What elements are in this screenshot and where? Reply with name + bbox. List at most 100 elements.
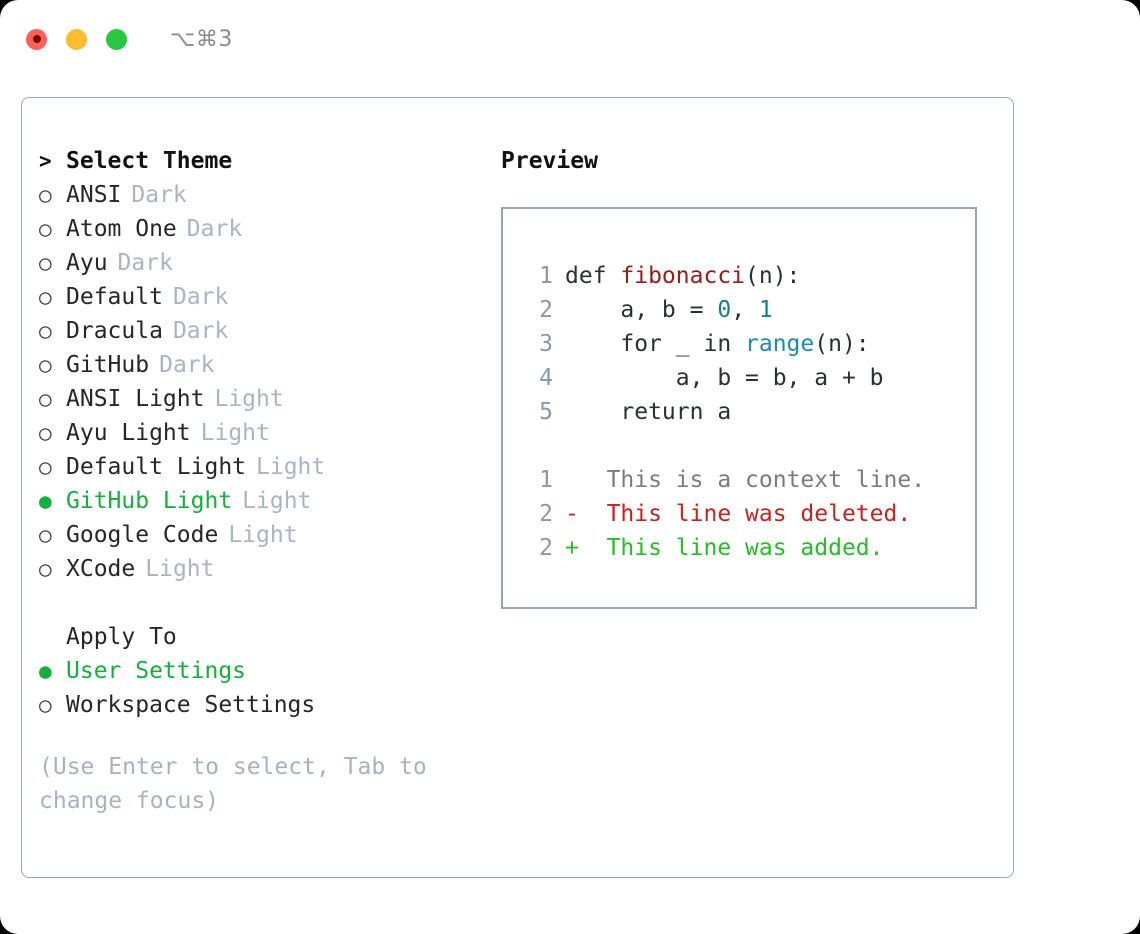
radio-unselected-icon[interactable]: ○ — [39, 693, 52, 717]
theme-option-dracula-dark[interactable]: ○ Dracula Dark — [39, 318, 489, 352]
theme-name-label: ANSI — [66, 182, 122, 208]
radio-unselected-icon[interactable]: ○ — [39, 455, 52, 479]
diff-text — [579, 535, 607, 561]
theme-category-tag: Light — [256, 454, 326, 480]
traffic-light-controls — [26, 28, 127, 50]
theme-option-github-light[interactable]: ● GitHub Light Light — [39, 488, 489, 522]
theme-option-ansi-dark[interactable]: ○ ANSI Dark — [39, 182, 489, 216]
apply-to-option-user-settings[interactable]: ● User Settings — [39, 658, 489, 692]
theme-name-label: ANSI Light — [66, 386, 205, 412]
preview-heading: Preview — [501, 148, 598, 174]
line-number: 3 — [539, 331, 553, 357]
keyboard-hint-text: (Use Enter to select, Tab to change focu… — [39, 754, 427, 814]
line-number: 1 — [539, 263, 553, 289]
code-token-plain: a, b = — [565, 297, 718, 323]
theme-category-tag: Light — [200, 420, 270, 446]
code-line: 4 a, b = b, a + b — [523, 365, 975, 399]
theme-category-tag: Dark — [186, 216, 243, 242]
code-token-function-name: fibonacci — [620, 263, 746, 289]
line-number: 2 — [539, 535, 553, 561]
theme-option-xcode[interactable]: ○ XCode Light — [39, 556, 489, 590]
theme-category-tag: Light — [242, 488, 312, 514]
theme-option-github-dark[interactable]: ○ GitHub Dark — [39, 352, 489, 386]
theme-category-tag: Light — [214, 386, 284, 412]
line-number: 2 — [539, 501, 553, 527]
theme-category-tag: Dark — [159, 352, 215, 378]
line-number: 1 — [539, 467, 553, 493]
radio-unselected-icon[interactable]: ○ — [39, 523, 52, 547]
theme-option-default-dark[interactable]: ○ Default Dark — [39, 284, 489, 318]
theme-category-tag: Dark — [172, 318, 229, 344]
theme-option-ayu-light[interactable]: ○ Ayu Light Light — [39, 420, 489, 454]
diff-text-content: This is a context line. — [606, 467, 926, 493]
theme-name-label: GitHub — [66, 352, 150, 378]
select-theme-heading: > Select Theme — [39, 148, 489, 182]
diff-sign: + — [565, 535, 579, 561]
theme-name-label: Atom One — [66, 216, 177, 242]
theme-category-tag: Dark — [172, 284, 229, 310]
maximize-window-icon[interactable] — [106, 28, 127, 50]
code-token-punctuation: (n): — [814, 331, 870, 357]
theme-category-tag: Dark — [131, 182, 187, 208]
radio-selected-icon[interactable]: ● — [39, 659, 52, 683]
preview-column: Preview 1 def fibonacci (n): 2 a, b = 0 … — [501, 148, 1001, 609]
code-line: 5 return a — [523, 399, 975, 433]
code-token-plain: a, b = b, a + b — [565, 365, 884, 391]
title-bar: ⌥⌘3 — [0, 0, 1140, 78]
theme-option-ayu-dark[interactable]: ○ Ayu Dark — [39, 250, 489, 284]
code-line: 1 def fibonacci (n): — [523, 263, 975, 297]
code-token-punctuation: , — [731, 297, 759, 323]
line-number: 4 — [539, 365, 553, 391]
theme-selection-column: > Select Theme ○ ANSI Dark ○ Atom One Da… — [39, 148, 489, 818]
apply-to-option-label: Workspace Settings — [66, 692, 316, 718]
radio-unselected-icon[interactable]: ○ — [39, 183, 52, 207]
apply-to-label: Apply To — [66, 624, 177, 650]
radio-unselected-icon[interactable]: ○ — [39, 217, 52, 241]
theme-category-tag: Light — [145, 556, 215, 582]
code-token-number: 1 — [758, 297, 773, 323]
list-spacer — [39, 590, 489, 624]
code-line: 3 for _ in range (n): — [523, 331, 975, 365]
theme-option-google-code[interactable]: ○ Google Code Light — [39, 522, 489, 556]
main-panel: > Select Theme ○ ANSI Dark ○ Atom One Da… — [21, 97, 1014, 878]
select-theme-heading-label: Select Theme — [66, 148, 233, 174]
apply-to-heading: Apply To — [39, 624, 489, 658]
theme-option-ansi-light[interactable]: ○ ANSI Light Light — [39, 386, 489, 420]
diff-text-content: This line was deleted. — [606, 501, 912, 527]
code-diff-separator — [523, 433, 975, 467]
line-number: 2 — [539, 297, 553, 323]
theme-option-atom-one-dark[interactable]: ○ Atom One Dark — [39, 216, 489, 250]
keyboard-shortcut-label: ⌥⌘3 — [170, 26, 233, 52]
minimize-window-icon[interactable] — [66, 28, 87, 50]
apply-to-option-label: User Settings — [66, 658, 247, 684]
diff-line-deletion: 2 - This line was deleted. — [523, 501, 975, 535]
radio-unselected-icon[interactable]: ○ — [39, 387, 52, 411]
theme-name-label: Default Light — [66, 454, 247, 480]
diff-text — [579, 467, 607, 493]
theme-category-tag: Light — [228, 522, 298, 548]
code-preview-box: 1 def fibonacci (n): 2 a, b = 0 , 1 3 — [501, 207, 977, 609]
diff-text-content: This line was added. — [606, 535, 884, 561]
radio-unselected-icon[interactable]: ○ — [39, 421, 52, 445]
theme-name-label: Dracula — [66, 318, 163, 344]
theme-option-default-light[interactable]: ○ Default Light Light — [39, 454, 489, 488]
prompt-caret-icon: > — [39, 149, 52, 173]
theme-name-label: Ayu Light — [66, 420, 191, 446]
diff-line-context: 1 This is a context line. — [523, 467, 975, 501]
radio-selected-icon[interactable]: ● — [39, 489, 52, 513]
theme-name-label: Default — [66, 284, 163, 310]
radio-unselected-icon[interactable]: ○ — [39, 353, 52, 377]
apply-to-option-workspace-settings[interactable]: ○ Workspace Settings — [39, 692, 489, 726]
radio-unselected-icon[interactable]: ○ — [39, 285, 52, 309]
code-token-number: 0 — [717, 297, 732, 323]
radio-unselected-icon[interactable]: ○ — [39, 319, 52, 343]
close-window-icon[interactable] — [26, 28, 47, 50]
theme-name-label: Google Code — [66, 522, 219, 548]
code-line: 2 a, b = 0 , 1 — [523, 297, 975, 331]
radio-unselected-icon[interactable]: ○ — [39, 251, 52, 275]
theme-category-tag: Dark — [117, 250, 173, 276]
diff-sign: - — [565, 501, 579, 527]
radio-unselected-icon[interactable]: ○ — [39, 557, 52, 581]
diff-sign — [565, 467, 579, 493]
